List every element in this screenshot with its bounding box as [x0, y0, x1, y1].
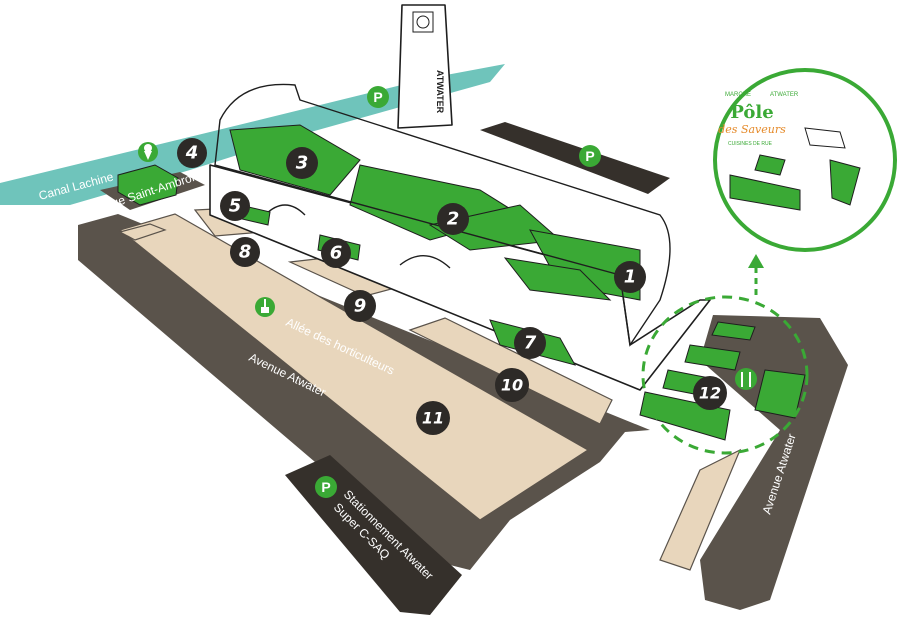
svg-text:3: 3 — [296, 153, 309, 174]
zone-badge-8[interactable]: 8 — [230, 237, 260, 267]
zone-badge-3[interactable]: 3 — [286, 147, 318, 179]
clock-face — [416, 15, 430, 29]
inset-stall-row — [729, 174, 801, 211]
svg-text:7: 7 — [524, 333, 537, 354]
plant-icon — [255, 297, 275, 317]
svg-text:P: P — [321, 479, 330, 495]
zone-badge-7[interactable]: 7 — [514, 327, 546, 359]
allee-des-horticulteurs — [118, 213, 590, 521]
svg-text:4: 4 — [185, 143, 199, 164]
parking-icon-rear: P — [579, 145, 601, 167]
fork-knife-icon — [735, 368, 757, 390]
svg-text:6: 6 — [330, 243, 343, 264]
south-pad — [659, 448, 742, 571]
market-building-outline — [214, 83, 671, 347]
zone-12-stall-e — [754, 369, 806, 419]
zone-1-roof-b — [503, 257, 612, 301]
zone-badge-11[interactable]: 11 — [416, 401, 450, 435]
zone-badge-2[interactable]: 2 — [437, 203, 469, 235]
avenue-atwater-road-right — [700, 315, 848, 610]
inset-top-right: ATWATER — [770, 92, 799, 98]
rear-parking-strip — [480, 122, 670, 194]
parking-icon-lot: P — [315, 476, 337, 498]
zone-badge-5[interactable]: 5 — [220, 191, 250, 221]
clock-icon — [412, 11, 434, 33]
arch-2 — [399, 255, 451, 269]
inset-subtitle: des Saveurs — [718, 123, 786, 136]
ice-cream-icon — [138, 142, 158, 162]
zone-badge-12[interactable]: 12 — [693, 376, 727, 410]
atwater-clock-tower — [397, 4, 453, 129]
inset-tagline: CUISINES DE RUE — [728, 141, 773, 147]
inset-roof-box — [804, 127, 846, 149]
zone-badge-9[interactable]: 9 — [344, 290, 376, 322]
zone-badge-10[interactable]: 10 — [495, 368, 529, 402]
svg-text:P: P — [585, 148, 594, 164]
svg-text:8: 8 — [239, 242, 252, 263]
zone-badge-4[interactable]: 4 — [177, 138, 207, 168]
zone-badge-1[interactable]: 1 — [614, 261, 646, 293]
zone-badge-6[interactable]: 6 — [321, 238, 351, 268]
svg-text:2: 2 — [447, 209, 460, 230]
ice-cream-kiosk — [117, 164, 179, 206]
svg-text:12: 12 — [699, 384, 721, 403]
inset-top-left: MARCHÉ — [725, 91, 751, 98]
zone-12-stall-b — [684, 344, 741, 371]
svg-text:1: 1 — [624, 267, 637, 288]
svg-text:5: 5 — [229, 196, 242, 217]
inset-stall-c1 — [754, 154, 786, 176]
svg-text:10: 10 — [501, 376, 523, 395]
svg-text:P: P — [373, 89, 382, 105]
parking-icon-top: P — [367, 86, 389, 108]
zone-12-highlight — [641, 295, 809, 455]
zone-12-stall-a — [711, 321, 756, 341]
svg-text:9: 9 — [354, 296, 367, 317]
inset-title: Pôle — [730, 102, 773, 123]
small-pad-left — [118, 223, 167, 241]
inset-stall-c2 — [829, 159, 861, 206]
arrow-up-icon — [748, 254, 764, 268]
svg-text:11: 11 — [422, 409, 444, 428]
tower-label: ATWATER — [435, 70, 445, 114]
